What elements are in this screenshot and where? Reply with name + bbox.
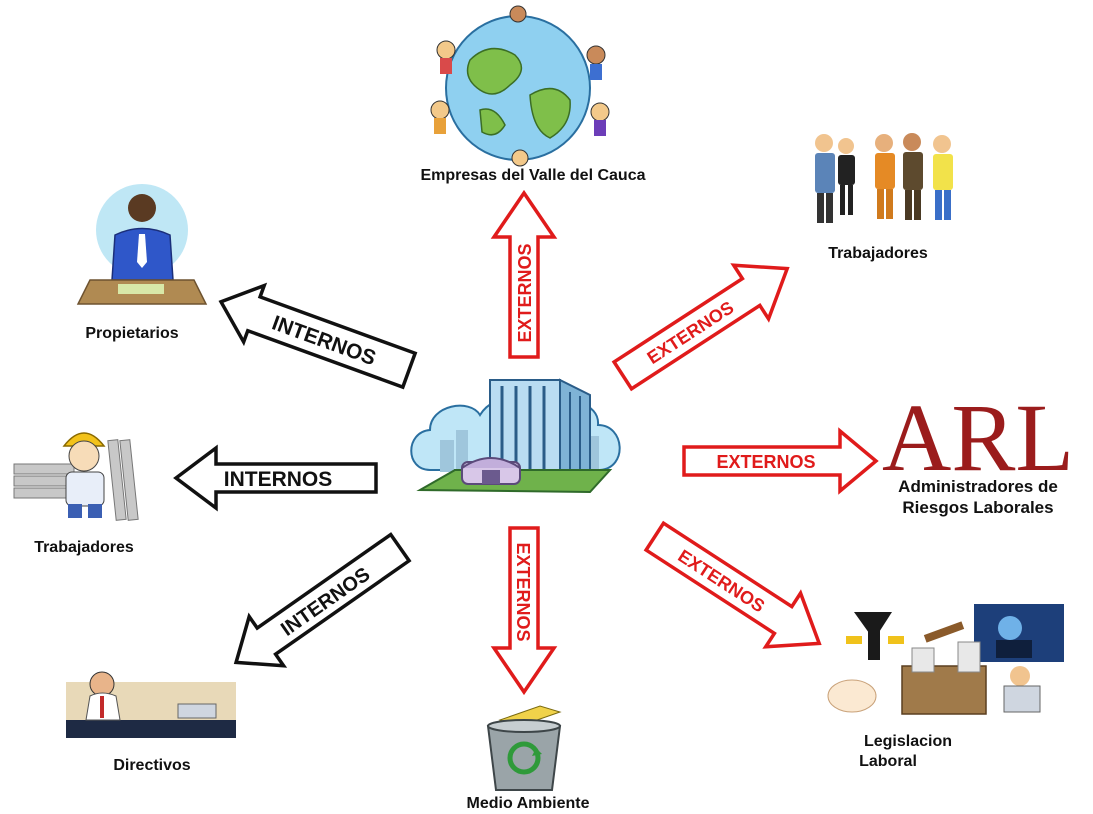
arrow-externos-arl: EXTERNOS [682, 427, 879, 495]
workers-group-icon [815, 133, 953, 223]
node-label-trabajadores-externos: Trabajadores [828, 245, 928, 262]
arrow-internos-trabajadores: INTERNOS [173, 444, 378, 512]
company-building-icon [410, 378, 621, 494]
arrow-label-internos: INTERNOS [224, 468, 333, 491]
node-label-legislacion-line2: Laboral [859, 753, 917, 770]
node-label-empresas: Empresas del Valle del Cauca [420, 167, 645, 184]
node-label-arl-line1: Administradores de [898, 477, 1058, 496]
arrow-externos-legislacion: EXTERNOS [643, 520, 822, 649]
node-label-directivos: Directivos [113, 757, 190, 774]
arrow-externos-trabajadores: EXTERNOS [611, 263, 790, 392]
labor-law-collage-icon [827, 604, 1064, 715]
svg-text:ARL: ARL [882, 384, 1074, 491]
arrow-label-externos: EXTERNOS [515, 243, 535, 342]
node-label-trabajadores-internos: Trabajadores [34, 539, 134, 556]
globe-people-icon [430, 5, 610, 167]
arrow-label-externos: EXTERNOS [716, 452, 815, 472]
node-label-arl-line2: Riesgos Laborales [902, 498, 1053, 517]
arrow-externos-empresas: EXTERNOS [490, 189, 558, 359]
construction-worker-icon [13, 432, 139, 521]
arrow-label-externos: EXTERNOS [513, 542, 533, 641]
arl-logo: ARL [882, 384, 1074, 491]
arrow-externos-medio-ambiente: EXTERNOS [490, 526, 558, 696]
recycling-bin-icon [486, 705, 562, 791]
node-label-legislacion-line1: Legislacion [864, 733, 952, 750]
executive-on-phone-icon [66, 671, 236, 738]
arrow-internos-directivos: INTERNOS [233, 532, 412, 668]
node-label-propietarios: Propietarios [85, 325, 178, 342]
arrow-internos-propietarios: INTERNOS [218, 282, 418, 390]
node-label-medio-ambiente: Medio Ambiente [467, 795, 590, 812]
owner-at-desk-icon [76, 184, 208, 305]
